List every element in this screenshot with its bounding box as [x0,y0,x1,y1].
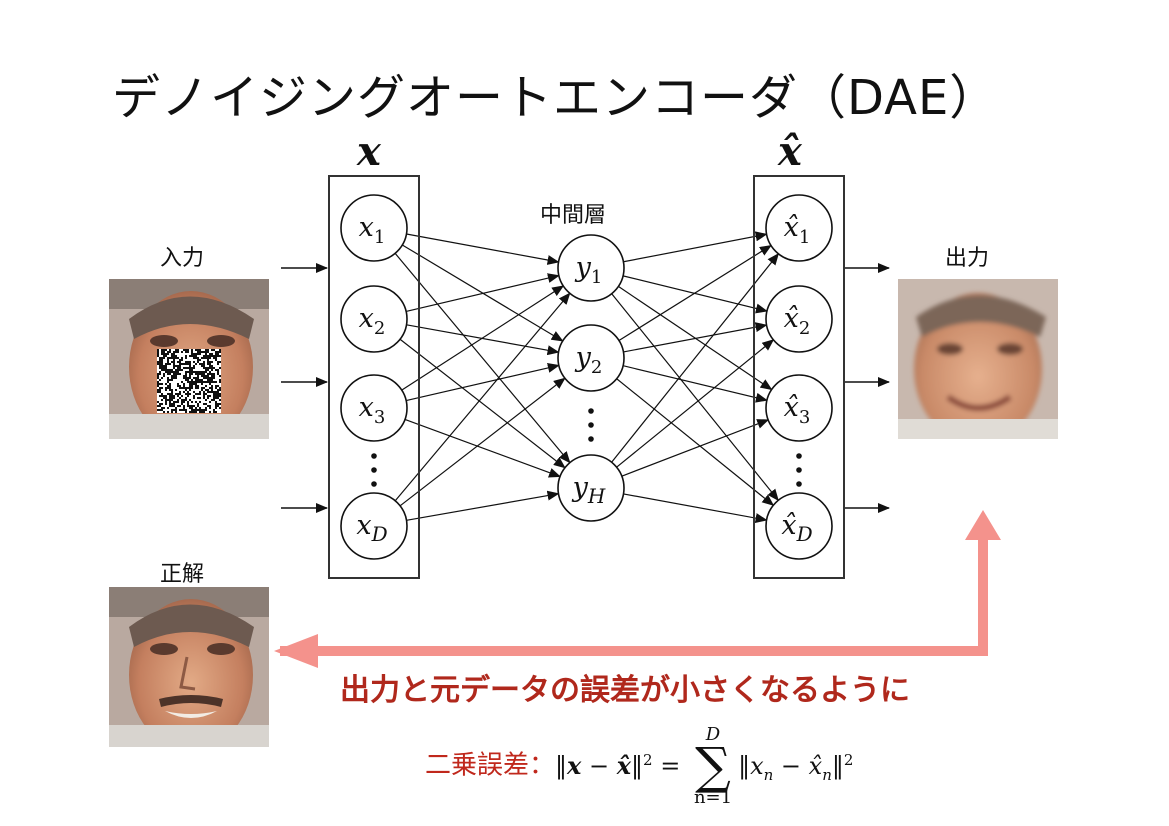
output-node-3-circle [765,492,833,560]
connection-edges [394,231,780,524]
squared-error-formula: 二乗誤差：‖x − x̂‖2 = D∑n=1‖xn − x̂n‖2 [425,726,853,808]
edge-h2-out3 [623,493,768,524]
target-label: 正解 [160,562,205,587]
error-message: 出力と元データの誤差が小さくなるように [340,673,910,708]
output-node-0-circle [765,194,833,262]
input-node-3-circle [340,492,408,560]
edge-in3-h0 [394,292,571,502]
network-nodes: x1 x2 x3 xD y1 y2 yH x̂1 x̂2 x̂3 x̂D [340,194,833,560]
input-node-0-circle [340,194,408,262]
edge-in0-h2 [394,252,571,464]
formula-label: 二乗誤差： [425,750,556,781]
output-node-1-circle [765,285,833,353]
input-node-0-label: x1 [359,212,386,248]
hidden-layer-label: 中間層 [540,203,607,228]
edge-in2-h0 [401,285,565,391]
edge-h1-out1 [623,322,768,353]
input-node-3-label: xD [356,510,387,546]
hidden-node-1: y2 [557,324,625,392]
noise-patch [157,349,221,413]
io-arrows [281,263,890,513]
edge-h2-out1 [616,339,775,468]
edge-h1-out0 [618,244,772,342]
edge-h1-out2 [622,365,768,403]
input-ellipsis [371,453,377,487]
edge-h2-out2 [621,419,770,477]
input-node-2-circle [340,374,408,442]
input-label: 入力 [160,246,205,271]
input-node-1: x2 [340,285,408,353]
edge-in0-h0 [406,233,560,265]
output-node-2: x̂3 [765,374,833,442]
hidden-node-1-label: y2 [575,342,603,378]
hidden-node-2: yH [557,454,625,522]
formula-math: ‖x − x̂‖2 = D∑n=1‖xn − x̂n‖2 [555,724,854,808]
edge-in3-h1 [399,377,566,507]
input-node-0: x1 [340,194,408,262]
edge-in2-h2 [404,418,561,478]
edge-in2-h1 [406,363,560,402]
hidden-node-2-label: yH [572,472,606,508]
output-reconstructed-face-image [898,279,1058,439]
input-layer-box [328,175,420,579]
output-ellipsis [796,453,802,487]
hidden-node-2-circle [557,454,625,522]
edge-in3-h2 [406,490,560,521]
output-node-0-label: x̂1 [784,212,811,248]
edge-in1-h0 [405,273,560,313]
hidden-node-0-label: y1 [575,252,603,288]
input-vector-symbol: x [357,128,381,175]
input-node-1-label: x2 [359,303,386,339]
output-node-2-label: x̂3 [784,392,811,428]
hidden-ellipsis [588,408,594,442]
error-feedback-arrow [274,510,1001,668]
input-node-2-label: x3 [359,392,386,428]
edge-in1-h2 [399,338,566,469]
input-node-3: xD [340,492,408,560]
output-node-1: x̂2 [765,285,833,353]
input-node-2: x3 [340,374,408,442]
output-node-1-label: x̂2 [784,303,811,339]
hidden-node-0-circle [557,234,625,302]
edge-h1-out3 [616,378,775,506]
hidden-node-0: y1 [557,234,625,302]
edge-h0-out0 [623,231,768,263]
output-node-0: x̂1 [765,194,833,262]
output-node-2-circle [765,374,833,442]
edge-h2-out0 [611,252,780,463]
output-node-3-label: x̂D [781,510,812,546]
page-title: デノイジングオートエンコーダ（DAE） [112,70,999,126]
input-noisy-face-image [109,279,269,439]
output-layer-box [753,175,845,579]
target-original-face-image [109,587,269,747]
hidden-node-1-circle [557,324,625,392]
output-node-3: x̂D [765,492,833,560]
output-label: 出力 [945,246,990,271]
output-vector-symbol: x̂ [778,128,802,175]
input-node-1-circle [340,285,408,353]
